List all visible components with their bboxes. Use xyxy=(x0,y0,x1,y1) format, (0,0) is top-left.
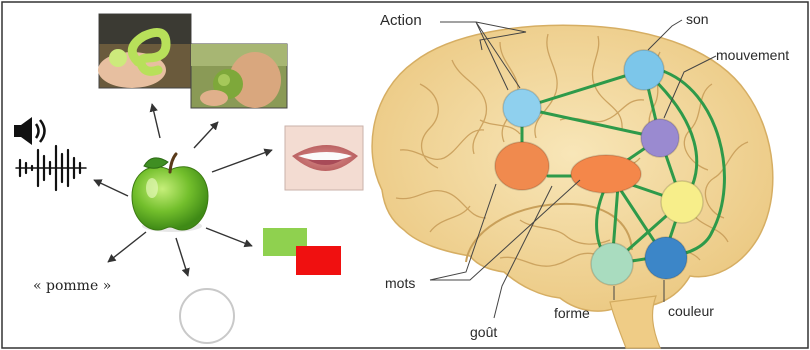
label-pomme: « pomme » xyxy=(33,278,111,294)
node-gout xyxy=(571,155,641,193)
node-forme xyxy=(591,243,633,285)
node-action xyxy=(503,89,541,127)
node-son xyxy=(624,50,664,90)
photo-apple-peel xyxy=(98,14,191,88)
node-mouvement xyxy=(641,119,679,157)
label-couleur: couleur xyxy=(668,303,714,319)
label-son: son xyxy=(686,11,709,27)
photo-bite-apple xyxy=(191,44,287,108)
node-yellow xyxy=(661,181,703,223)
node-mots xyxy=(495,142,549,190)
label-mouvement: mouvement xyxy=(716,47,789,63)
label-gout: goût xyxy=(470,324,497,340)
photo-mouth xyxy=(285,126,363,190)
label-forme: forme xyxy=(554,305,590,321)
node-couleur xyxy=(645,237,687,279)
label-action: Action xyxy=(380,12,422,29)
label-mots: mots xyxy=(385,275,415,291)
red-square xyxy=(296,246,341,275)
